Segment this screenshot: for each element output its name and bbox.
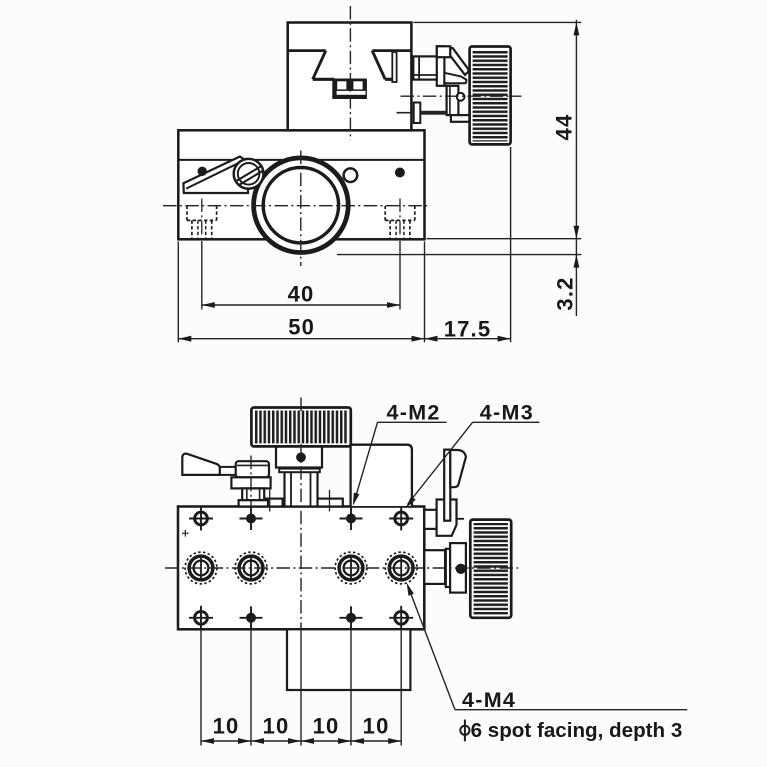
svg-text:3.2: 3.2 [553,276,578,310]
svg-text:6 spot facing, depth 3: 6 spot facing, depth 3 [471,719,683,742]
svg-text:44: 44 [552,114,577,141]
svg-text:10: 10 [313,713,340,738]
svg-text:17.5: 17.5 [444,316,492,341]
svg-text:40: 40 [288,281,315,306]
svg-text:4-M2: 4-M2 [387,401,441,425]
svg-text:50: 50 [288,315,315,340]
svg-text:4-M4: 4-M4 [462,688,516,712]
svg-text:10: 10 [263,713,290,738]
svg-text:4-M3: 4-M3 [480,401,534,425]
svg-text:10: 10 [213,713,240,738]
svg-text:10: 10 [363,713,390,738]
